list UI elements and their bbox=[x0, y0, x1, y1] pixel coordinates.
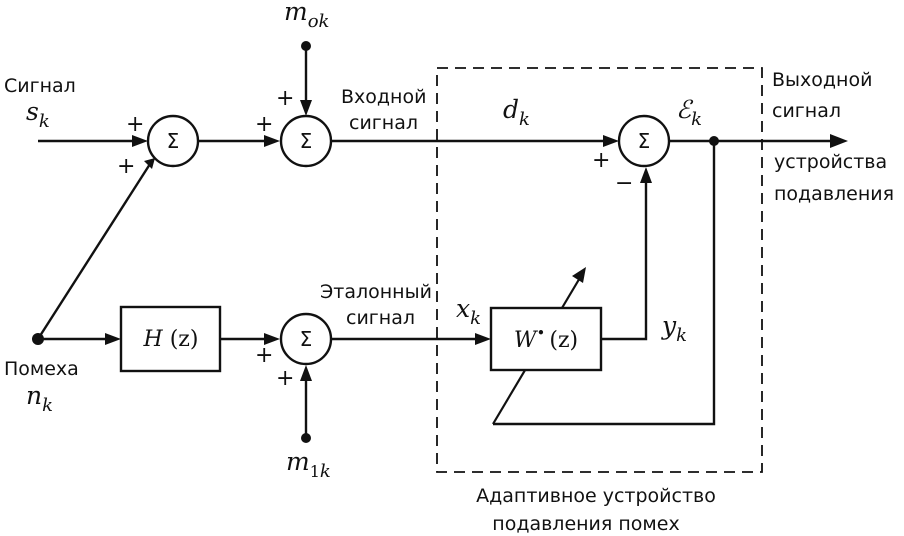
output-arrow bbox=[830, 134, 848, 148]
m1-variable: m1k bbox=[286, 447, 331, 482]
sum4-plus-left: + bbox=[592, 148, 610, 173]
w-block bbox=[489, 306, 603, 372]
summer-4 bbox=[617, 114, 671, 168]
filter-output-wire bbox=[601, 180, 648, 341]
output-label-line3: устройства bbox=[774, 151, 887, 173]
output-label-line1: Выходной bbox=[772, 69, 872, 91]
epsilon-variable: ℰk bbox=[676, 95, 702, 130]
adaptive-label-line2: подавления помех bbox=[492, 513, 679, 535]
adaptive-canceller-boundary bbox=[436, 67, 763, 473]
arrow-into-sum3-bottom bbox=[300, 365, 312, 381]
sum3-plus-bottom: + bbox=[276, 366, 294, 391]
arrow-into-w-block bbox=[475, 333, 491, 345]
sum2-plus-top: + bbox=[276, 86, 294, 111]
noise-variable: nk bbox=[26, 381, 53, 416]
arrow-into-sum4-bottom bbox=[640, 167, 652, 183]
summer-2-symbol: Σ bbox=[300, 129, 313, 153]
m0-variable: mok bbox=[284, 0, 329, 32]
summer-3-symbol: Σ bbox=[300, 327, 313, 351]
adaptive-label-line1: Адаптивное устройство bbox=[476, 485, 716, 507]
summer-2 bbox=[279, 114, 333, 168]
input-signal-label-line2: сигнал bbox=[349, 112, 418, 134]
summer-4-symbol: Σ bbox=[638, 129, 651, 153]
input-signal-label-line1: Входной bbox=[341, 86, 426, 108]
w-block-label: W•(z) bbox=[514, 324, 578, 353]
h-block bbox=[119, 305, 222, 373]
arrow-into-sum2-left bbox=[264, 135, 280, 147]
sum1-plus-top: + bbox=[126, 112, 144, 137]
summer-1-symbol: Σ bbox=[167, 129, 180, 153]
output-label-line4: подавления bbox=[774, 183, 894, 205]
noise-to-sum1-wire bbox=[36, 163, 152, 340]
y-variable: yk bbox=[661, 311, 687, 346]
arrow-into-sum1-bottom bbox=[144, 158, 155, 169]
summer-3 bbox=[279, 312, 333, 366]
adaptation-arrow-head bbox=[572, 267, 586, 283]
sum1-plus-bottom: + bbox=[117, 154, 135, 179]
arrow-into-sum2-top bbox=[300, 100, 312, 116]
error-feedback-wire bbox=[493, 141, 716, 426]
x-variable: xk bbox=[456, 294, 481, 329]
arrow-into-sum1-top bbox=[132, 135, 148, 147]
reference-signal-label-line1: Эталонный bbox=[320, 281, 432, 303]
d-variable: dk bbox=[503, 95, 530, 130]
sum3-plus-left: + bbox=[255, 343, 273, 368]
signal-label: Сигнал bbox=[4, 75, 76, 97]
output-label-line2: сигнал bbox=[772, 100, 841, 122]
arrow-into-sum4-left bbox=[603, 135, 619, 147]
arrow-into-h-block bbox=[105, 333, 121, 345]
sum2-plus-left: + bbox=[255, 112, 273, 137]
arrow-into-sum3-left bbox=[264, 333, 280, 345]
summer-1 bbox=[146, 114, 200, 168]
sum4-minus-bottom: − bbox=[615, 171, 633, 196]
h-block-label: H (z) bbox=[143, 327, 199, 352]
reference-signal-label-line2: сигнал bbox=[346, 307, 415, 329]
signal-variable: sk bbox=[26, 97, 50, 132]
noise-label: Помеха bbox=[4, 358, 79, 380]
